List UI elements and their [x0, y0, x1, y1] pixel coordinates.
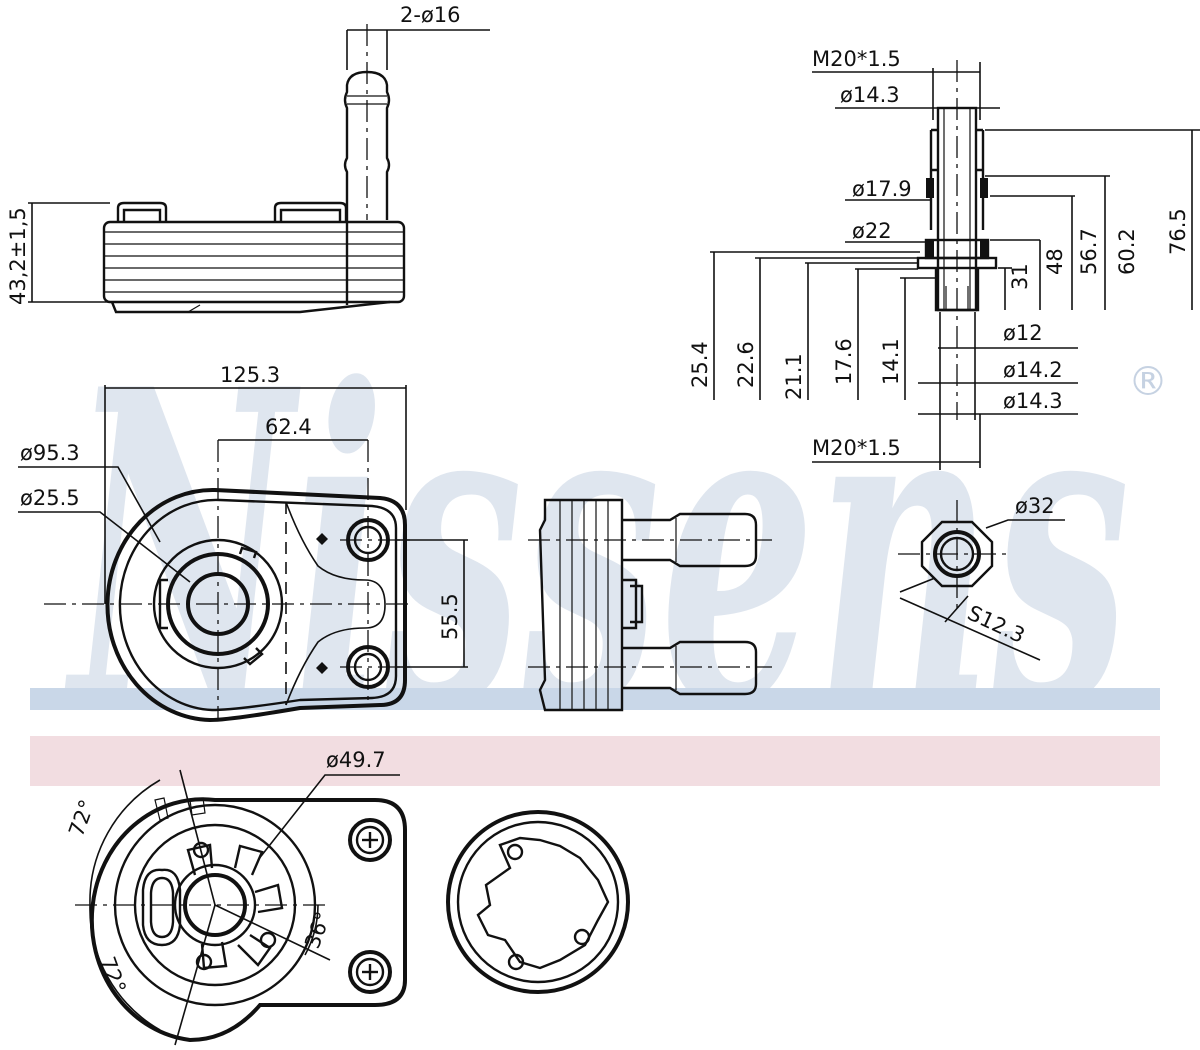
dim-offset: 62.4 [265, 415, 312, 439]
dim-nut-diameter: ø32 [1015, 494, 1055, 518]
front-view: 125.3 62.4 ø95.3 ø25.5 55.5 [18, 363, 468, 723]
dim-h60-2: 60.2 [1115, 228, 1139, 275]
side-view-top: 2-ø16 43,2±1,5 [6, 3, 490, 314]
side-view-middle [528, 498, 772, 712]
dim-h56-7: 56.7 [1077, 228, 1101, 275]
dim-h48: 48 [1043, 248, 1067, 275]
gasket-view [446, 810, 630, 994]
dim-h21-1: 21.1 [782, 353, 806, 400]
dim-bottom-diameter: ø49.7 [326, 748, 386, 772]
dim-h14-1: 14.1 [879, 338, 903, 385]
dim-angle-72-b: 72° [95, 954, 130, 997]
watermark-registered-mark: ® [1128, 359, 1168, 405]
dim-d14-2: ø14.2 [1003, 358, 1063, 382]
dim-h76-5: 76.5 [1166, 208, 1190, 255]
dim-width: 125.3 [220, 363, 280, 387]
dim-angle-72-a: 72° [64, 797, 99, 840]
dim-angle-36: 36° [300, 909, 335, 952]
dim-inner-diameter: ø25.5 [20, 486, 80, 510]
dim-outer-diameter: ø95.3 [20, 441, 80, 465]
dim-h17-6: 17.6 [832, 338, 856, 385]
dim-d17-9: ø17.9 [852, 177, 912, 201]
dim-pipe-diameter: 2-ø16 [400, 3, 461, 27]
watermark-blue-band [30, 688, 1160, 710]
dim-h25-4: 25.4 [688, 341, 712, 388]
dim-d14-3-bottom: ø14.3 [1003, 389, 1063, 413]
fitting-detail: M20*1.5 ø14.3 ø17.9 ø22 31 48 56.7 60.2 … [688, 47, 1200, 470]
dim-d22: ø22 [852, 219, 892, 243]
dim-thread-bottom: M20*1.5 [812, 436, 901, 460]
dim-bolt-spacing: 55.5 [438, 593, 462, 640]
dim-d14-3-top: ø14.3 [840, 83, 900, 107]
dim-thread-top: M20*1.5 [812, 47, 901, 71]
dim-h22-6: 22.6 [734, 341, 758, 388]
watermark-red-band [30, 736, 1160, 786]
dim-h31: 31 [1008, 263, 1032, 290]
watermark: Nissens ® [30, 297, 1168, 802]
dim-height: 43,2±1,5 [6, 207, 30, 305]
dim-d12: ø12 [1003, 321, 1043, 345]
rear-view: 72° 72° 36° ø49.7 [64, 748, 407, 1046]
